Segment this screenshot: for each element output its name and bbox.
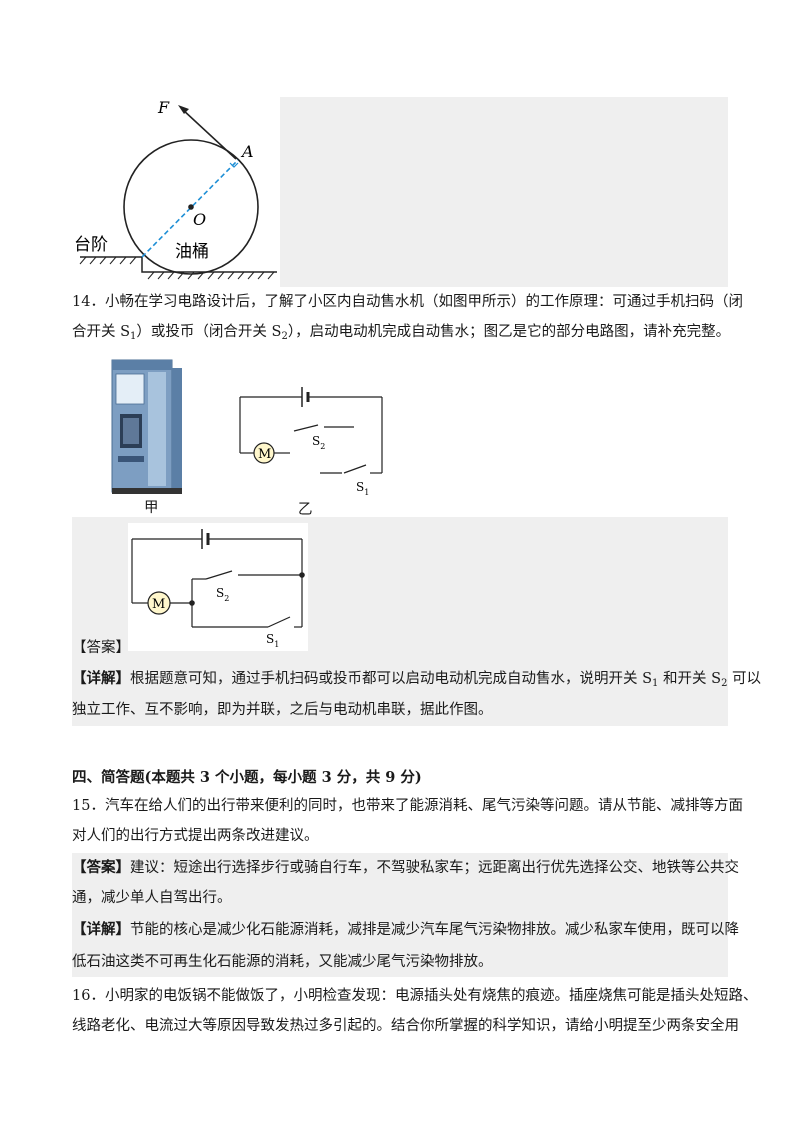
q16-stem-line2: 线路老化、电流过大等原因导致发热过多引起的。结合你所掌握的科学知识，请给小明提至… (72, 1018, 739, 1034)
motor-label: M (258, 447, 271, 462)
vending-machine-figure (111, 359, 182, 494)
force-arrow (181, 108, 237, 160)
q14-stem-line2: 合开关 S1）或投币（闭合开关 S2），启动电动机完成自动售水；图乙是它的部分电… (72, 324, 731, 342)
step-outline (80, 256, 150, 273)
switch-s2-label: S2 (312, 434, 325, 451)
junction-right (299, 572, 305, 578)
q14-answer-tag: 【答案】 (72, 640, 130, 656)
q15-answer-block (72, 853, 728, 977)
q15-answer-line1: 【答案】建议：短途出行选择步行或骑自行车，不驾驶私家车；远距离出行优先选择公交、… (72, 859, 739, 876)
q15-detail-line2: 低石油这类不可再生化石能源的消耗，又能减少尾气污染物排放。 (72, 954, 493, 970)
drum-label: 油桶 (175, 242, 209, 262)
fig-jia-caption: 甲 (144, 500, 159, 516)
q15-detail-line1: 【详解】节能的核心是减少化石能源消耗，减排是减少汽车尾气污染物排放。减少私家车使… (72, 921, 739, 938)
circuit-incomplete: M S2 S1 (239, 387, 383, 497)
circuit-answer: M S2 S1 (128, 523, 308, 651)
force-label: F (157, 98, 170, 117)
switch-s1-label: S1 (266, 632, 279, 649)
q15-stem-line1: 15．汽车在给人们的出行带来便利的同时，也带来了能源消耗、尾气污染等问题。请从节… (72, 798, 743, 814)
switch-s2-lever (293, 424, 319, 432)
switch-s1-label: S1 (356, 480, 369, 497)
step-label: 台阶 (74, 235, 108, 255)
force-arrowhead (178, 105, 189, 114)
junction-left (189, 600, 195, 606)
q15-answer-tag: 【答案】 (72, 859, 130, 876)
right-angle-mark (229, 162, 239, 168)
q14-stem-line1: 14．小畅在学习电路设计后，了解了小区内自动售水机（如图甲所示）的工作原理：可通… (72, 294, 743, 310)
drum-circle (123, 139, 259, 275)
q13-force-diagram: F A O 台阶 油桶 (72, 97, 280, 287)
q14-detail-line1: 【详解】根据题意可知，通过手机扫码或投币都可以启动电动机完成自动售水，说明开关 … (72, 670, 762, 689)
q14-detail-tag: 【详解】 (72, 670, 130, 687)
switch-s1-lever (267, 616, 291, 628)
center-label: O (193, 210, 206, 229)
q15-stem-line2: 对人们的出行方式提出两条改进建议。 (72, 828, 319, 844)
motor-label: M (152, 597, 165, 612)
section4-heading: 四、简答题(本题共 3 个小题，每小题 3 分，共 9 分) (72, 769, 422, 786)
center-point (188, 204, 194, 210)
switch-s1-lever (343, 464, 367, 474)
q15-detail-tag: 【详解】 (72, 921, 130, 938)
q15-answer-line2: 通，减少单人自驾出行。 (72, 890, 232, 906)
q14-detail-line2: 独立工作、互不影响，即为并联，之后与电动机串联，据此作图。 (72, 702, 493, 718)
switch-s2-label: S2 (216, 586, 229, 603)
fig-yi-caption: 乙 (298, 502, 313, 518)
step-hatch (79, 256, 137, 265)
switch-s2-lever (205, 570, 233, 580)
q16-stem-line1: 16．小明家的电饭锅不能做饭了，小明检查发现：电源插头处有烧焦的痕迹。插座烧焦可… (72, 988, 758, 1004)
point-a-label: A (240, 142, 254, 161)
